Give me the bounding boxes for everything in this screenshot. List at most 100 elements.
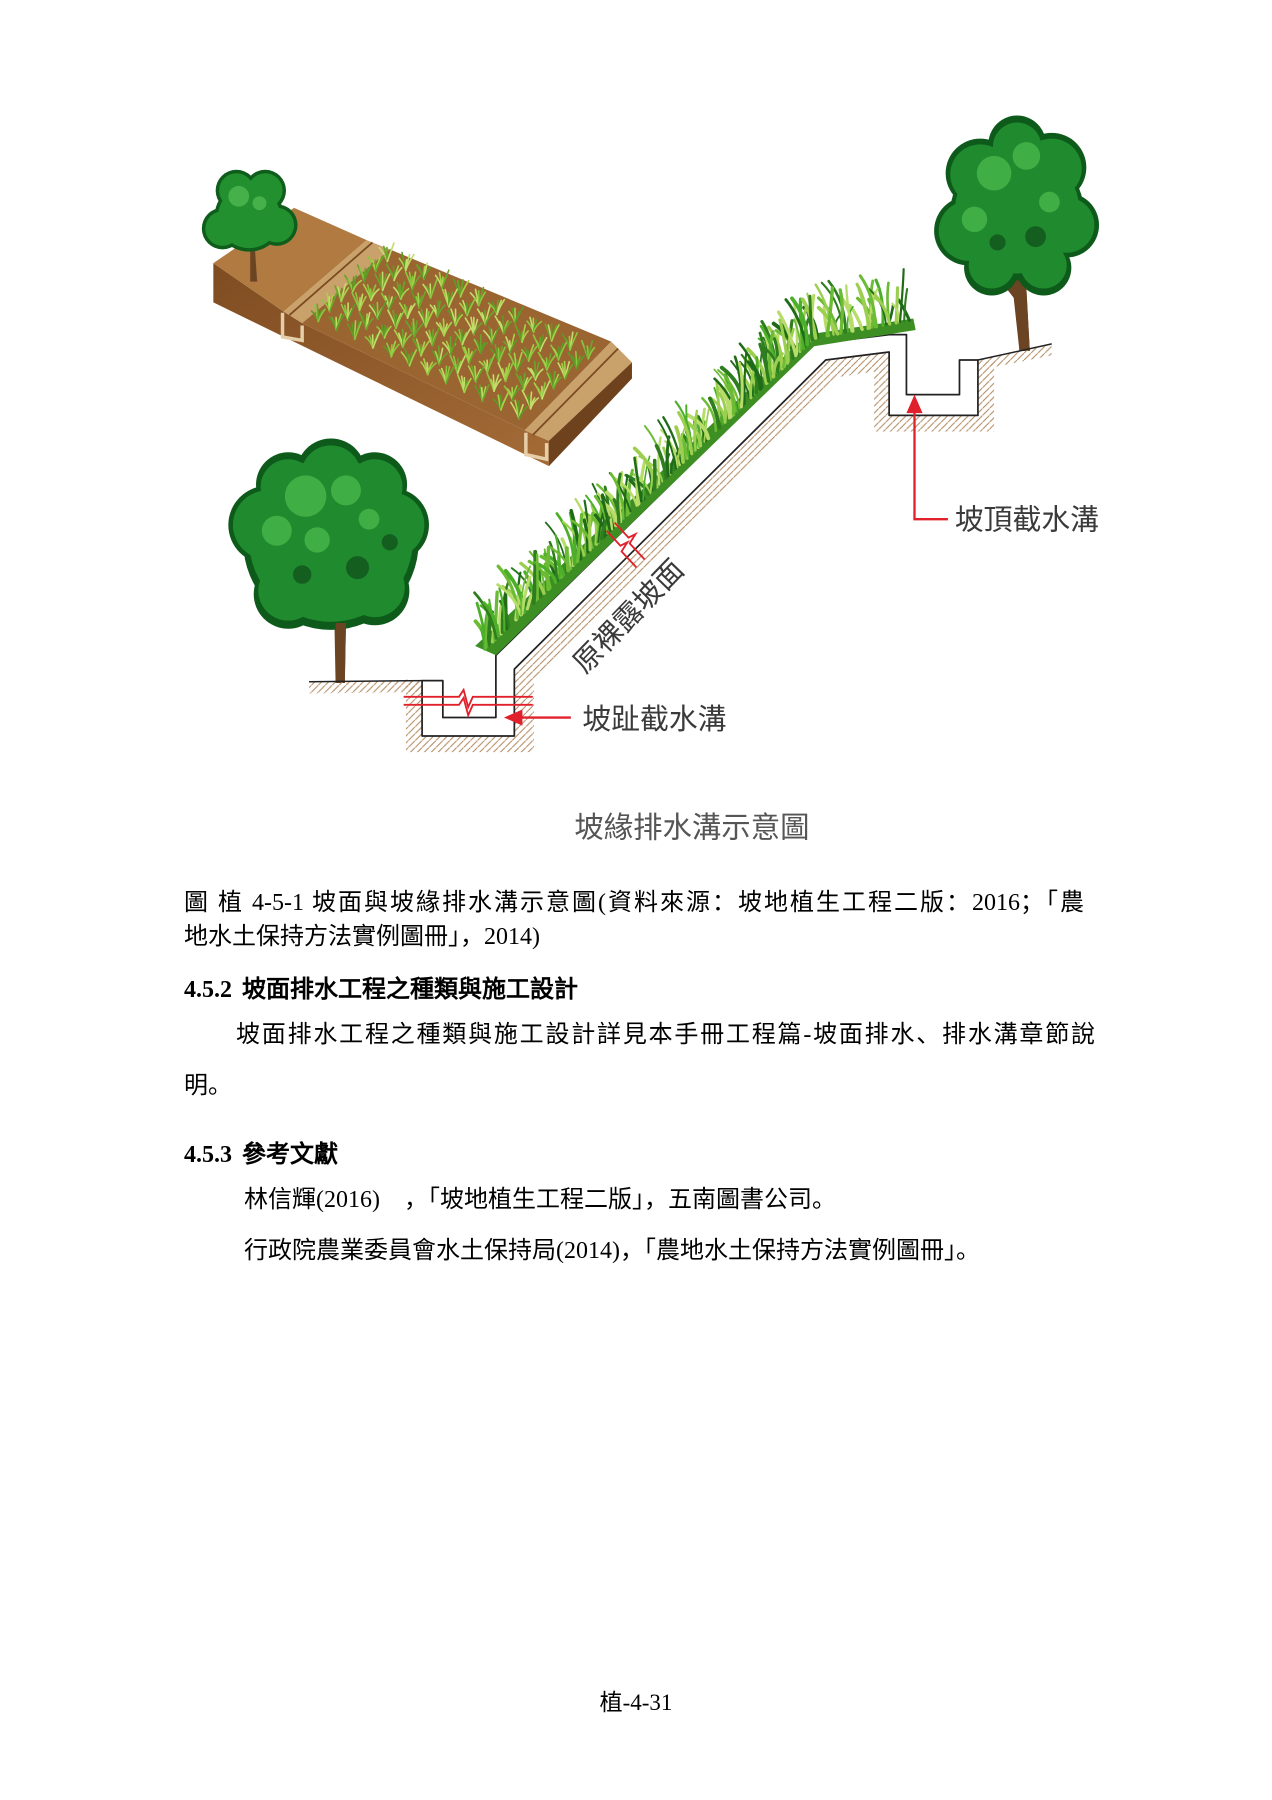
grass-blade — [498, 587, 506, 632]
section-title: 坡面排水工程之種類與施工設計 — [242, 975, 578, 1003]
grass-blade — [609, 472, 625, 520]
grass-blade — [776, 310, 798, 358]
crop-plant — [344, 274, 363, 293]
grass-blade — [903, 287, 909, 323]
label-toe-trench: 坡趾截水溝 — [582, 702, 726, 736]
crop-plant — [435, 318, 453, 337]
crop-plant — [487, 298, 506, 316]
grass-blade — [654, 443, 669, 480]
section-paragraph-line-2: 明。 — [184, 1073, 232, 1099]
crop-plant — [490, 344, 506, 364]
crop-plant — [382, 340, 400, 358]
section-paragraph-line-1: 坡面排水工程之種類與施工設計詳見本手冊工程篇-坡面排水、排水溝章節說 — [236, 1022, 1095, 1048]
slope-drainage-illustration: 坡頂截水溝 坡趾截水溝 原裸露坡面 坡緣排水溝示意圖 — [201, 115, 1099, 844]
crop-plant — [438, 365, 456, 385]
grass-blade — [624, 473, 651, 496]
crop-plant — [457, 374, 472, 394]
toe-trench-pointer — [503, 709, 571, 726]
grass-blade — [642, 455, 651, 501]
crop-plant — [431, 345, 449, 366]
grass-blade — [593, 494, 610, 535]
crop-plant — [351, 291, 367, 312]
grass-blade — [874, 278, 885, 327]
grass-blade — [790, 296, 809, 347]
crop-plant — [533, 380, 551, 400]
crop-plant — [503, 384, 522, 401]
crop-plant — [486, 372, 502, 392]
left-ground-line — [309, 679, 423, 683]
crop-plant — [404, 271, 422, 290]
grass-blade — [898, 268, 905, 324]
top-trench-pointer — [906, 394, 948, 521]
grass-blade — [709, 396, 727, 424]
crop-plant — [328, 313, 345, 332]
grass-blade — [708, 396, 722, 430]
grass-blade — [767, 325, 784, 371]
grass-blade — [657, 436, 662, 486]
grass-blade — [845, 284, 853, 333]
crop-plant — [434, 269, 450, 289]
terrace-block — [213, 207, 632, 467]
diagram-title: 坡緣排水溝示意圖 — [574, 810, 809, 844]
grass-blade — [546, 545, 551, 592]
ground-section — [309, 343, 1052, 753]
crop-plant — [393, 328, 412, 348]
crop-plant — [429, 300, 446, 318]
crop-plant — [537, 351, 556, 371]
page-number: 植-4-31 — [599, 1690, 673, 1715]
crop-plant — [310, 303, 326, 323]
terrace-front-face — [213, 263, 549, 467]
crop-plant — [447, 308, 464, 327]
arrowhead-left — [503, 709, 523, 726]
grass-blade — [793, 318, 802, 352]
grass-blade — [739, 360, 755, 397]
arrowhead-up — [906, 394, 923, 414]
grass-blade — [726, 383, 736, 416]
crop-plant — [393, 281, 410, 300]
grass-blade — [555, 512, 576, 566]
grass-blade — [743, 351, 748, 405]
left-ground-soil — [309, 680, 423, 694]
crop-plant — [503, 333, 518, 354]
crop-plant — [557, 360, 574, 380]
terrace-end-face — [548, 362, 632, 467]
grass-blade — [763, 346, 779, 374]
crop-plant — [376, 323, 392, 339]
grass-blade — [616, 472, 622, 524]
crop-plant — [454, 327, 472, 346]
slope-break-mark — [613, 522, 646, 561]
grass-blade — [548, 540, 558, 583]
crop-plant — [482, 325, 500, 345]
tree-left — [228, 438, 429, 683]
excavation-soil — [405, 351, 995, 753]
grass-blade — [717, 369, 741, 410]
grass-blade — [848, 303, 864, 331]
grass-blade — [548, 545, 572, 570]
crop-plant — [550, 341, 568, 361]
grass-blade — [737, 361, 744, 409]
crop-plant — [356, 262, 374, 283]
grass-blade — [676, 426, 686, 469]
grass-blade — [857, 288, 872, 330]
grass-blade — [531, 549, 538, 605]
grass-blade — [519, 575, 532, 616]
grass-blade — [784, 298, 808, 348]
grass-blade — [496, 583, 523, 617]
crop-plant — [374, 271, 391, 292]
grass-blade — [894, 286, 900, 325]
crop-plant — [546, 370, 562, 390]
slope-grass-blades — [473, 268, 911, 651]
grass-blade — [778, 318, 790, 365]
section-number: 4.5.2 — [184, 977, 232, 1003]
crop-plant — [508, 351, 525, 372]
grass-blade — [662, 416, 683, 465]
crop-plant — [442, 336, 458, 356]
crop-plant — [362, 283, 380, 302]
crop-plant — [334, 283, 350, 303]
crop-plant — [476, 305, 495, 326]
crop-plant — [464, 316, 483, 336]
grass-base — [475, 318, 916, 656]
terrace-crops — [310, 242, 596, 420]
